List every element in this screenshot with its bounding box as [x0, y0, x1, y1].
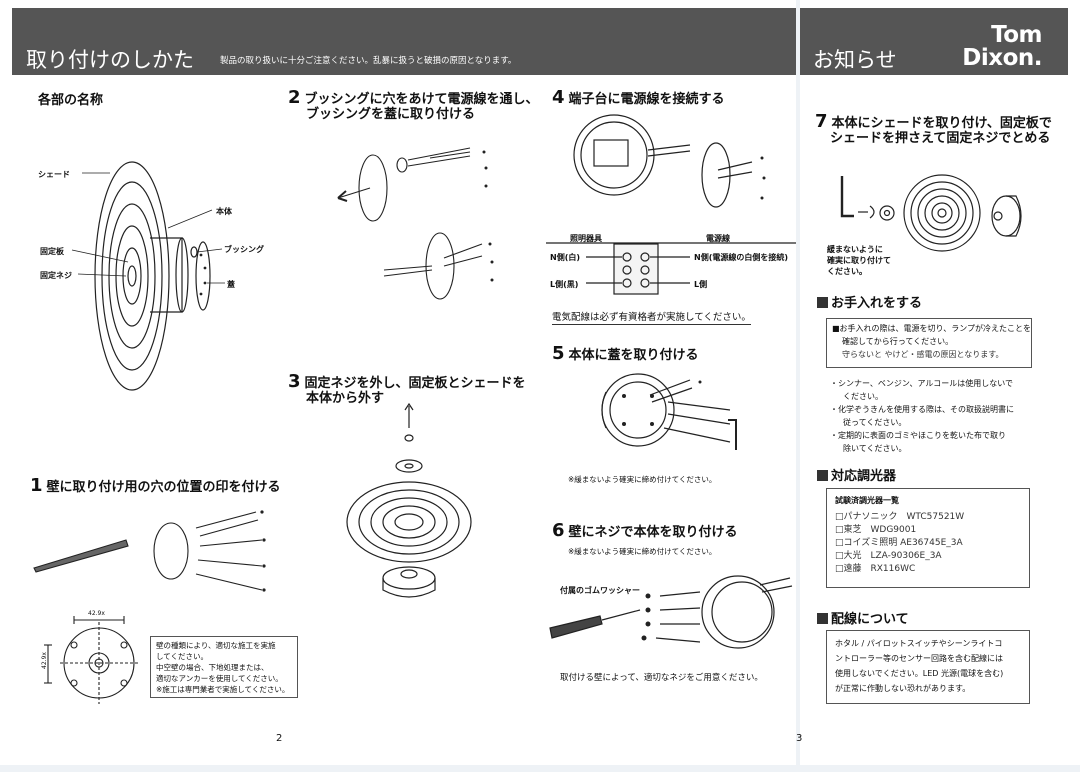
care-bullet: 従ってください。: [843, 418, 907, 427]
page-number-3: 3: [796, 733, 803, 744]
dimmer-item: □大光 LZA-90306E_3A: [835, 551, 942, 561]
parts-heading: 各部の名称: [38, 93, 104, 108]
step1-note-box: 壁の種類により、適切な施工を実施 してください。 中空壁の場合、下地処理または、…: [150, 636, 298, 698]
care-bullet: ・シンナー、ベンジン、アルコールは使用しないで: [830, 379, 1013, 388]
care-warning-line: 確認してから行ってください。: [842, 337, 954, 346]
terminal-l-fixture: L側(黒): [550, 280, 579, 289]
label-body: 本体: [216, 207, 232, 216]
label-fixing-plate: 固定板: [40, 247, 64, 256]
step3-title-line2: 本体から外す: [306, 391, 385, 406]
label-lid: 蓋: [227, 280, 235, 289]
step6-illustration: [549, 575, 793, 649]
step1-note-line: 適切なアンカーを使用してください。: [156, 674, 283, 683]
dimmers-heading: 対応調光器: [817, 465, 896, 484]
care-heading: お手入れをする: [817, 292, 922, 311]
rubber-washer-label: 付属のゴムワッシャー: [560, 586, 640, 595]
dimmer-item: □パナソニック WTC57521W: [835, 512, 965, 522]
step1-note-line: 壁の種類により、適切な施工を実施: [156, 641, 276, 650]
step1-note-line: してください。: [156, 652, 209, 661]
step1-illustration: [33, 510, 266, 704]
page-number-2: 2: [276, 733, 283, 744]
terminal-l-power: L側: [694, 280, 708, 289]
page-title-info: お知らせ: [813, 48, 897, 72]
terminal-col-fixture: 照明器具: [570, 234, 602, 243]
care-bullet: ・化学ぞうきんを使用する際は、その取扱説明書に: [830, 405, 1014, 414]
dimmer-item: □東芝 WDG9001: [835, 525, 917, 535]
terminal-n-power: N側(電源線の白側を接続): [694, 253, 789, 262]
label-fixing-screw: 固定ネジ: [40, 271, 72, 280]
header-bar-left: [12, 8, 796, 75]
care-bullet: ・定期的に表面のゴミやほこりを乾いた布で取り: [830, 431, 1006, 440]
step6-screw-note: 取付ける壁によって、適切なネジをご用意ください。: [560, 673, 763, 683]
terminal-col-power: 電源線: [706, 234, 730, 243]
terminal-n-fixture: N側(白): [550, 253, 581, 262]
wiring-line: が正常に作動しない恐れがあります。: [835, 684, 971, 693]
step7-note: 緩まないように 確実に取り付けて ください。: [827, 245, 891, 276]
brand-logo: Tom Dixon.: [940, 24, 1042, 70]
step5-note: ※緩まないよう確実に締め付けてください。: [568, 475, 717, 484]
dim-horizontal: 42.9x: [88, 610, 105, 617]
step1-note-line: ※施工は専門業者で実施してください。: [156, 685, 290, 694]
logo-line-2: Dixon.: [962, 45, 1042, 71]
wiring-box: ホタル / パイロットスイッチやシーンライトコ ントローラー等のセンサー回路を含…: [826, 630, 1030, 704]
logo-line-1: Tom: [991, 22, 1042, 48]
wiring-heading: 配線について: [817, 608, 909, 627]
wiring-line: ホタル / パイロットスイッチやシーンライトコ: [835, 639, 1003, 648]
step7-title-line2: シェードを押さえて固定ネジでとめる: [830, 131, 1051, 146]
step2-illustration: [337, 147, 494, 300]
step5-illustration: [601, 373, 737, 450]
dimmer-item: □遠藤 RX116WC: [835, 564, 916, 574]
page-title: 取り付けのしかた: [26, 48, 194, 72]
step4-illustration: [546, 114, 796, 295]
care-warning-line: ■お手入れの際は、電源を切り、ランプが冷えたことを: [832, 324, 1031, 333]
dimmers-box-title: 試験済調光器一覧: [835, 496, 899, 505]
dimmer-item: □コイズミ照明 AE36745E_3A: [835, 538, 963, 548]
header-bar-right: [800, 8, 1068, 75]
electrician-notice: 電気配線は必ず有資格者が実施してください。: [552, 309, 751, 325]
step2-title-line2: ブッシングを蓋に取り付ける: [306, 107, 476, 122]
wiring-line: 使用しないでください。LED 光源(電球を含む): [835, 669, 1004, 678]
wiring-line: ントローラー等のセンサー回路を含む配線には: [835, 654, 1003, 663]
header-notice: 製品の取り扱いに十分ご注意ください。乱暴に扱うと破損の原因となります。: [220, 56, 517, 66]
care-bullet: ください。: [843, 392, 883, 401]
care-bullet: 除いてください。: [843, 444, 907, 453]
dimmers-box: 試験済調光器一覧 □パナソニック WTC57521W □東芝 WDG9001 □…: [826, 488, 1030, 588]
label-bushing: ブッシング: [224, 245, 264, 254]
label-shade: シェード: [38, 170, 70, 179]
step7-illustration: [840, 174, 1022, 252]
step6-note: ※緩まないよう確実に締め付けてください。: [568, 547, 717, 556]
step1-note-line: 中空壁の場合、下地処理または、: [156, 663, 269, 672]
step3-illustration: [346, 402, 472, 598]
page-2: [0, 0, 796, 765]
parts-illustration: [71, 161, 225, 391]
care-warning-line: 守らないと やけど・感電の原因となります。: [842, 350, 1004, 359]
care-warning-box: ■お手入れの際は、電源を切り、ランプが冷えたことを 確認してから行ってください。…: [826, 318, 1032, 368]
